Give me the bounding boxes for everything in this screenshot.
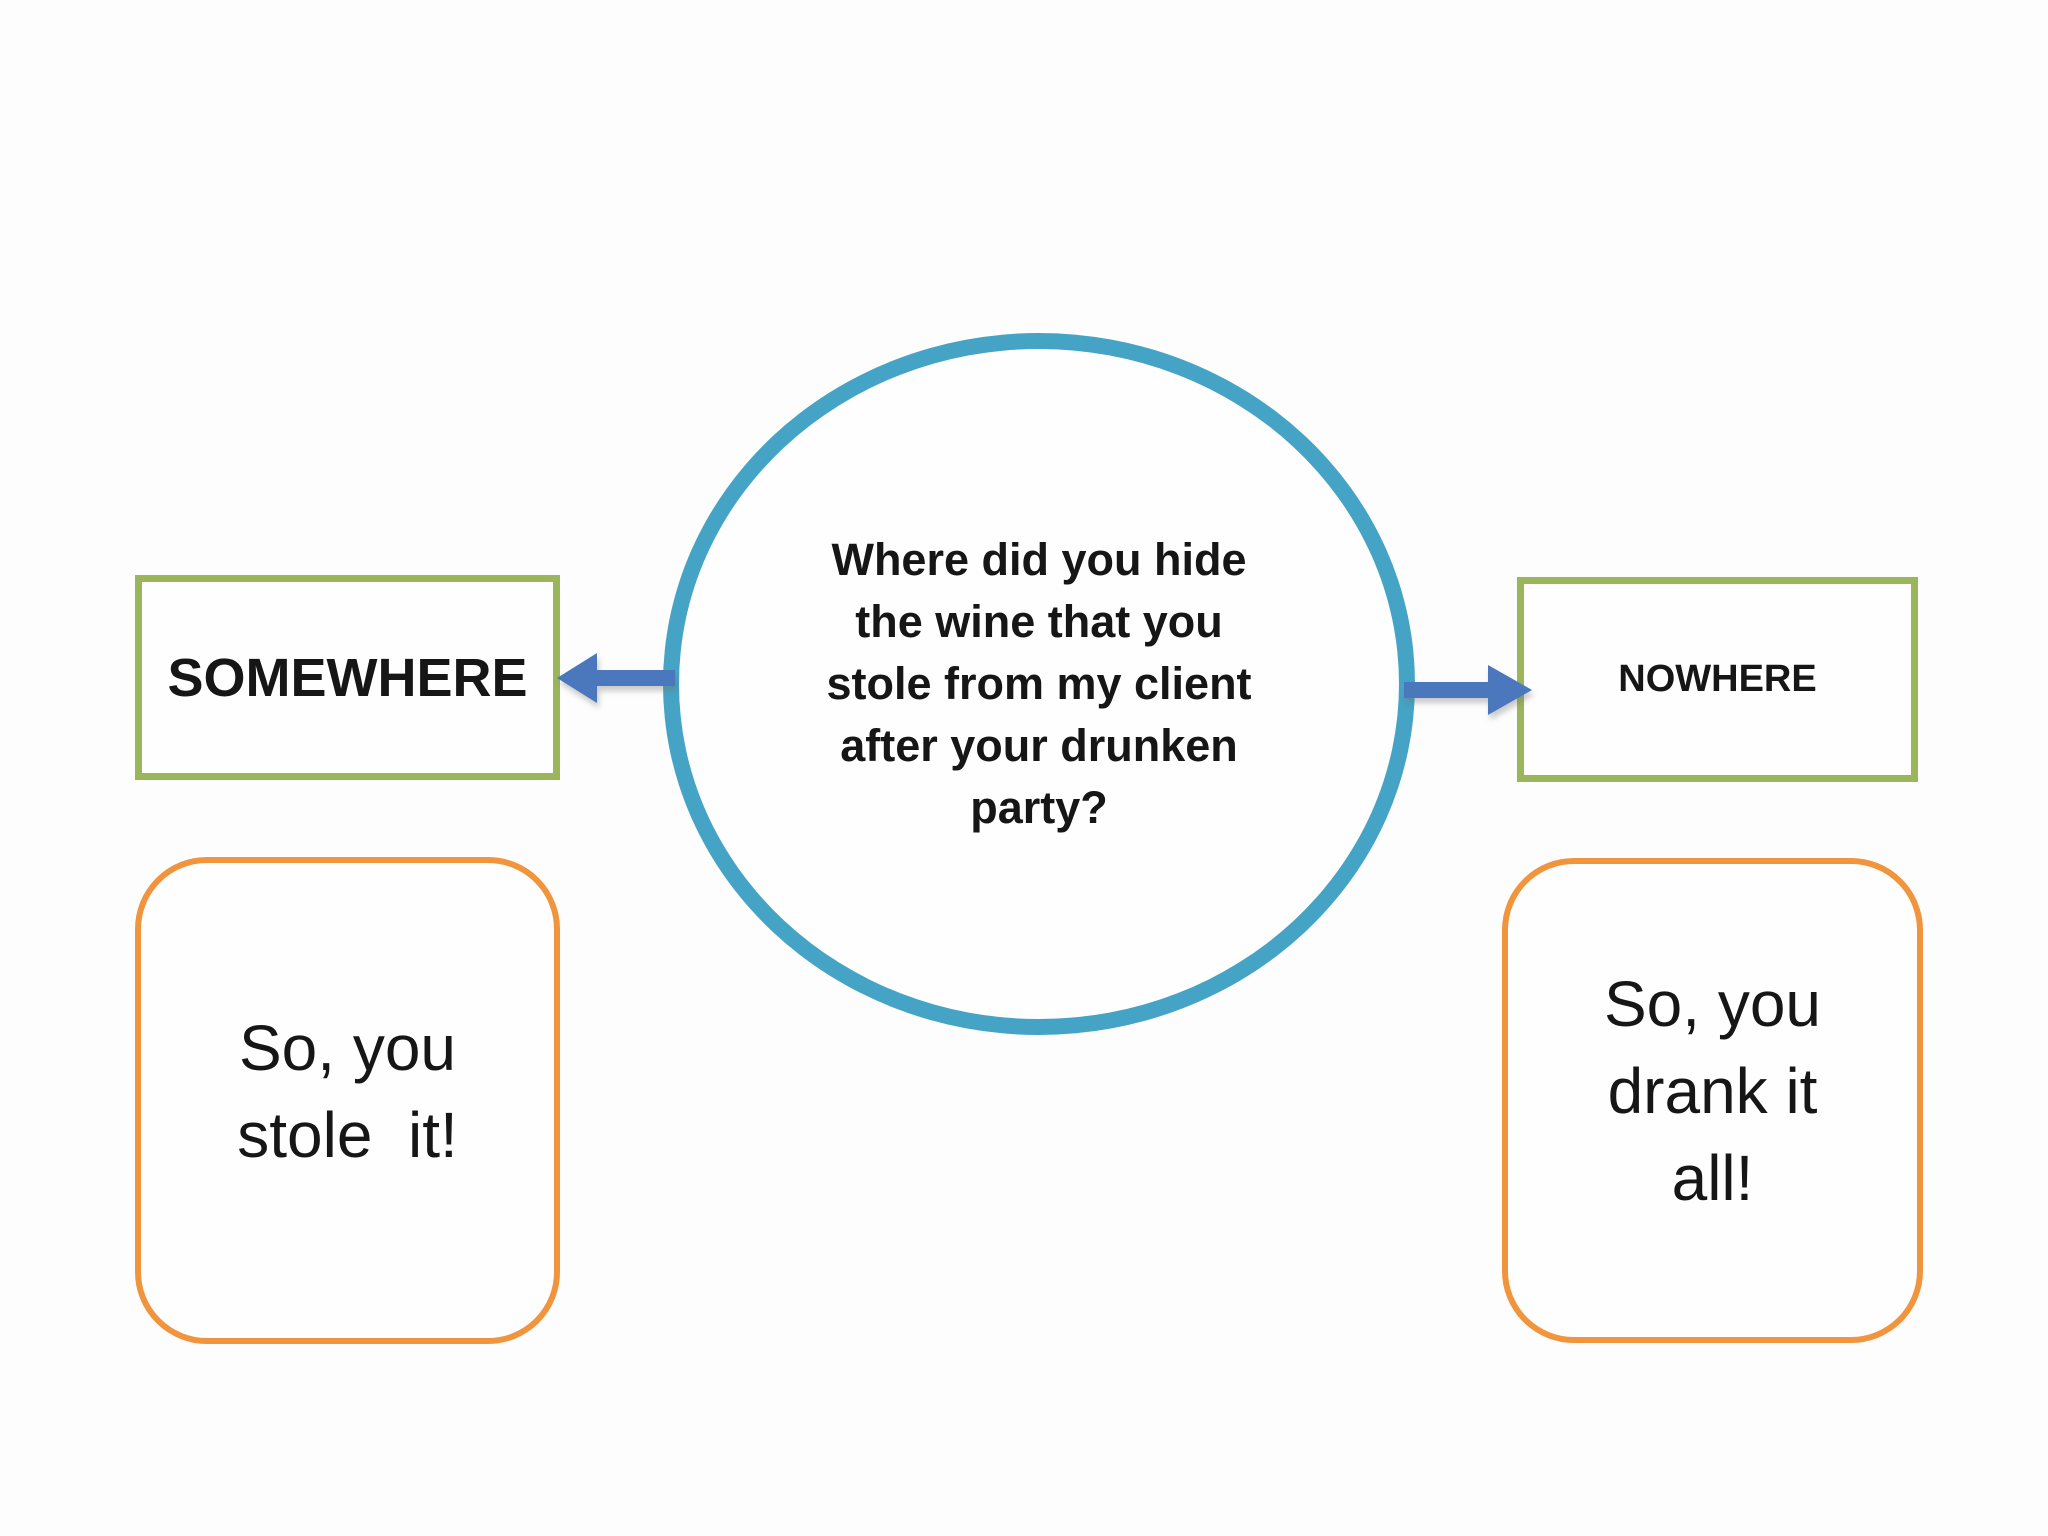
question-text: Where did you hide the wine that you sto… xyxy=(826,534,1252,833)
nowhere-box: NOWHERE xyxy=(1517,577,1918,782)
drank-conclusion-text: So, you drank it all! xyxy=(1603,968,1822,1214)
drank-conclusion-box: So, you drank it all! xyxy=(1502,858,1923,1343)
arrow-right-icon xyxy=(1404,665,1532,715)
stole-conclusion-text: So, you stole it! xyxy=(237,1011,458,1171)
somewhere-box: SOMEWHERE xyxy=(135,575,560,780)
arrow-left-icon xyxy=(557,653,675,703)
nowhere-label: NOWHERE xyxy=(1618,658,1817,700)
somewhere-label: SOMEWHERE xyxy=(167,647,528,708)
stole-conclusion-box: So, you stole it! xyxy=(135,857,560,1344)
question-circle: Where did you hide the wine that you sto… xyxy=(663,333,1415,1035)
